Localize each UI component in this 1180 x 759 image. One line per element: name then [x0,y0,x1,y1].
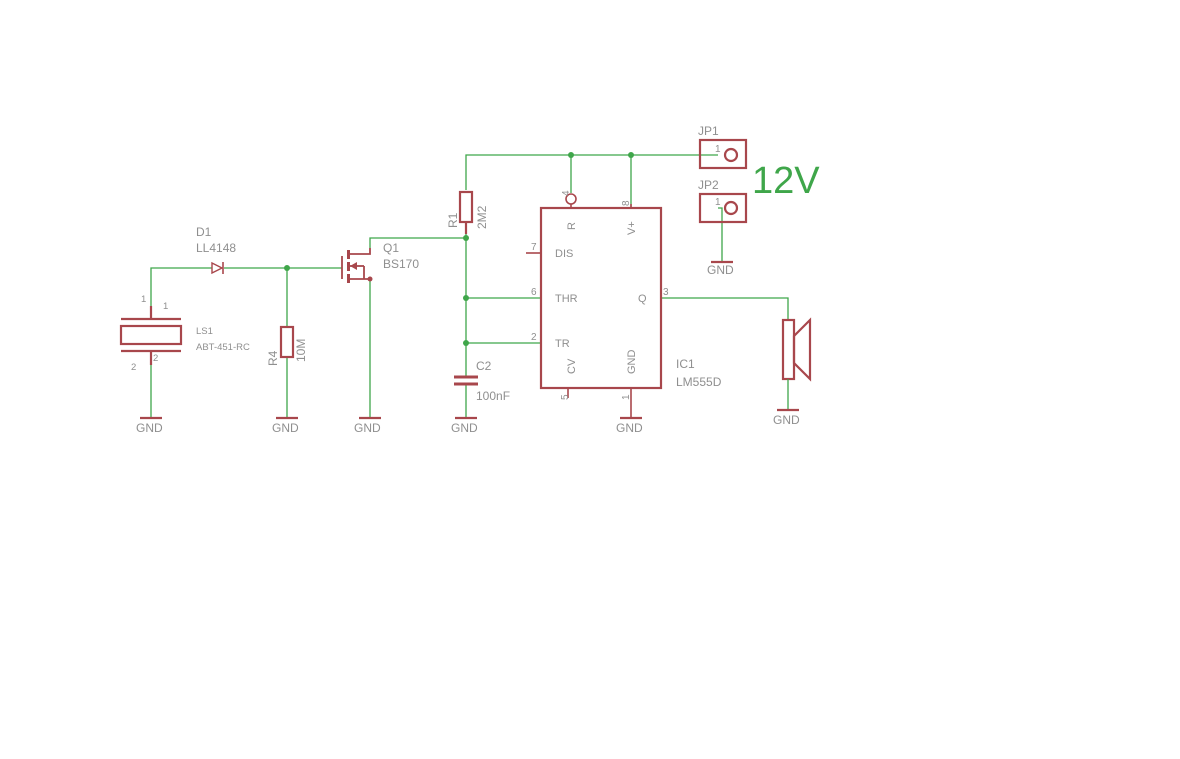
junction-dot [568,152,574,158]
ic1-pin-name-cv: CV [566,358,578,374]
jp1-ref: JP1 [698,124,719,138]
ic1-pin-name-dis: DIS [555,248,573,260]
gnd-label: GND [707,263,734,277]
gnd-label: GND [136,421,163,435]
ic1-pin-num-dis: 7 [531,242,537,253]
mosfet-q1[interactable]: Q1 BS170 [341,241,419,283]
gnd-label: GND [773,413,800,427]
wire-q1-drain [369,237,466,248]
d1-ref: D1 [196,225,212,239]
diode-d1[interactable]: D1 LL4148 [196,225,236,275]
junction-dot [628,152,634,158]
q1-value: BS170 [383,257,419,271]
jumper-jp2[interactable]: JP2 1 [698,178,748,224]
resistor-r1[interactable]: R1 2M2 [446,190,489,234]
ic1-pin-name-tr: TR [555,338,570,350]
junctions [284,152,634,346]
jumper-jp1[interactable]: JP1 1 [698,124,748,170]
ic1-pin-num-cv: 5 [560,394,571,400]
ls1-pin2-left: 2 [131,362,136,373]
junction-dot [463,235,469,241]
gnd-label: GND [354,421,381,435]
ls1-value: ABT-451-RC [196,342,250,353]
ic1-pin-name-vplus: V+ [626,221,638,235]
junction-dot [463,340,469,346]
wire-vcc-rail [465,154,718,190]
jp2-ref: JP2 [698,178,719,192]
d1-value: LL4148 [196,241,236,255]
junction-dot [284,265,290,271]
c2-value: 100nF [476,389,510,403]
ls1-pin1-left: 1 [141,294,146,305]
wire-jp2-gnd [718,207,723,262]
r1-value: 2M2 [475,205,489,229]
c2-ref: C2 [476,359,492,373]
ls1-pin2-right: 2 [153,353,158,364]
ic1-pin-name-q: Q [638,293,647,305]
r1-ref: R1 [446,212,460,228]
ic1-pin-num-gnd: 1 [621,394,632,400]
ic1-pin-num-tr: 2 [531,332,537,343]
wire-piezo-diode [150,267,212,306]
ic1-pin-num-thr: 6 [531,287,537,298]
wire-output [661,297,789,320]
piezo-ls1[interactable]: 1 1 2 2 LS1 ABT-451-RC [119,294,250,373]
ls1-ref: LS1 [196,326,213,337]
gnd-label: GND [272,421,299,435]
r4-value: 10M [294,339,308,362]
ic1-pin-num-q: 3 [663,287,669,298]
jp1-pin: 1 [715,144,721,155]
jp2-pin: 1 [715,197,721,208]
ic1-value: LM555D [676,375,722,389]
ls1-pin1-right: 1 [163,301,168,312]
capacitor-c2[interactable]: C2 100nF [454,359,510,403]
speaker-icon[interactable] [781,317,812,410]
r4-ref: R4 [266,350,280,366]
gnd-symbols: GND GND GND GND GND GND GND [136,260,800,435]
resistor-r4[interactable]: R4 10M [266,325,308,366]
timer-ic1[interactable]: 4 8 7 6 2 3 5 1 R V+ DIS THR TR Q CV GND… [526,190,722,418]
q1-ref: Q1 [383,241,399,255]
gnd-label: GND [616,421,643,435]
supply-label: 12V [752,160,820,202]
ic1-pin-name-r: R [566,222,578,230]
ic1-ref: IC1 [676,357,695,371]
ic1-pin-num-vplus: 8 [621,200,632,206]
ic1-pin-name-gnd: GND [626,350,638,375]
gnd-label: GND [451,421,478,435]
ic1-pin-num-r: 4 [561,190,572,196]
junction-dot [463,295,469,301]
ic1-pin-name-thr: THR [555,293,578,305]
